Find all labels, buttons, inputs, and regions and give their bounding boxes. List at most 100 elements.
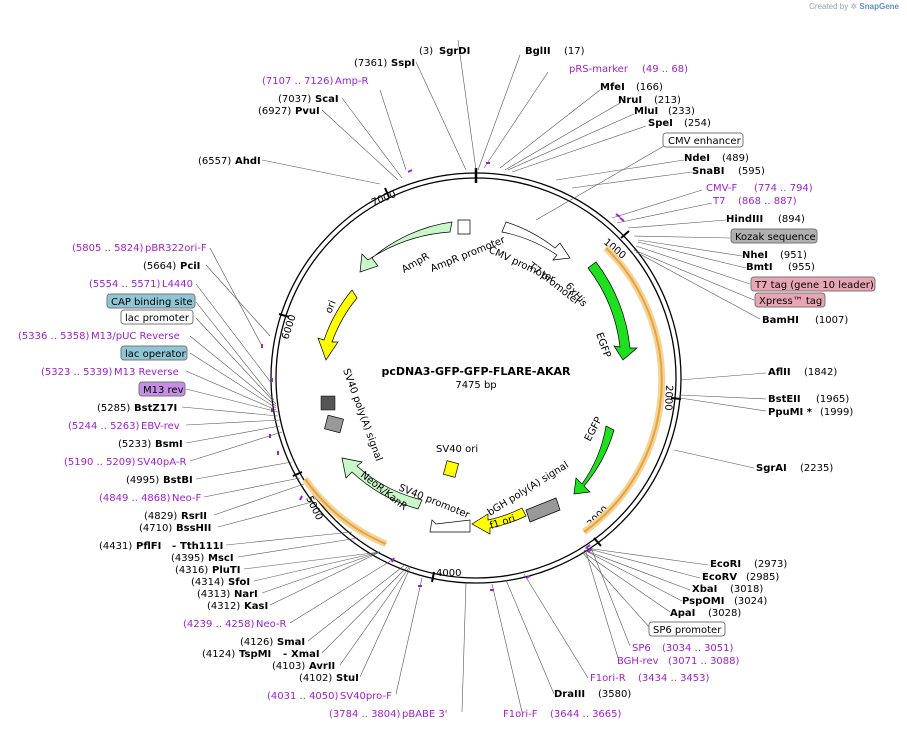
primer-bgh-rev-pos: (3071 .. 3088): [668, 656, 740, 667]
primer-pbr322ori-f: pBR322ori-F: [145, 243, 207, 254]
site-kasi: KasI: [244, 601, 268, 612]
primer-amp-r: Amp-R: [335, 76, 369, 87]
primer-ebv-rev-pos: (5244 .. 5263): [68, 421, 140, 432]
site-ecori: EcoRI: [710, 559, 741, 570]
feature-box-xpress: [754, 292, 826, 308]
site-pvui-pos: (6927): [258, 106, 291, 117]
feature-box-lac-operator: [120, 345, 188, 361]
primer-marks: [261, 162, 625, 591]
primer-sp6: SP6: [632, 643, 651, 654]
primer-m13-reverse-pos: (5323 .. 5339): [41, 367, 113, 378]
site-sspi: SspI: [391, 58, 415, 69]
site-spei-pos: (254): [684, 118, 711, 129]
orange-feature-arc-left-line: [304, 478, 387, 545]
site-nrui-pos: (213): [654, 95, 681, 106]
leader-lines: [181, 39, 767, 713]
site-xbai-pos: (3018): [730, 584, 763, 595]
primer-pbabe3-pos: (3784 .. 3804): [329, 709, 401, 720]
site-bglii: BglII: [525, 46, 551, 57]
tick-marks: [278, 187, 682, 583]
snapgene-logo-icon: ✲: [850, 2, 858, 11]
site-aflii: AflII: [768, 367, 791, 378]
site-sgrai: SgrAI: [756, 463, 787, 474]
site-ecorv-pos: (2985): [746, 572, 779, 583]
site-bamhi: BamHI: [762, 315, 799, 326]
site-spei: SpeI: [648, 118, 673, 129]
site-tth111i-sep: -: [172, 541, 176, 552]
site-bsmi: BsmI: [155, 439, 183, 450]
site-ndei: NdeI: [684, 153, 710, 164]
primer-prs-marker: pRS-marker: [569, 64, 629, 75]
site-apai: ApaI: [670, 608, 695, 619]
site-apai-pos: (3028): [708, 608, 741, 619]
site-pspomi: PspOMI: [682, 596, 724, 607]
site-pcii-pos: (5664): [143, 261, 176, 272]
tick-4000: [431, 571, 435, 583]
feature-sp6-promoter: SP6 promoter: [653, 625, 722, 636]
site-ecori-pos: (2973): [754, 559, 787, 570]
site-bsteii: BstEII: [768, 394, 801, 405]
site-scai-pos: (7037): [278, 94, 311, 105]
primer-m13-puc-reverse: M13/pUC Reverse: [91, 331, 180, 342]
primer-pbr322ori-f-pos: (5805 .. 5824): [72, 243, 144, 254]
site-aflii-pos: (1842): [804, 367, 837, 378]
label-sv40-ori: SV40 ori: [436, 444, 478, 455]
site-snabi-pos: (595): [738, 166, 765, 177]
site-mfei: MfeI: [600, 82, 625, 93]
sv40-polya-box: [324, 414, 344, 434]
egfp-1-arrow: [587, 261, 638, 361]
feature-lac-promoter: lac promoter: [125, 313, 190, 324]
feature-t7-tag: T7 tag (gene 10 leader): [754, 280, 874, 291]
site-hindiii: HindIII: [726, 214, 763, 225]
site-smai-pos: (4126): [240, 637, 273, 648]
primer-f1ori-f: F1ori-F: [503, 709, 538, 720]
ori-arrow: [317, 289, 358, 361]
site-ppumi: PpuMI *: [768, 407, 813, 418]
f1-ori-arrow: [471, 507, 527, 535]
primer-m13-reverse: M13 Reverse: [114, 367, 179, 378]
site-pflfi-pos: (4431): [99, 541, 132, 552]
site-bstz17i: BstZ17I: [134, 403, 177, 414]
site-bamhi-pos: (1007): [815, 315, 848, 326]
bgh-polya-box: [525, 497, 561, 523]
right-feature-boxes: CMV enhancer Kozak sequence T7 tag (gene…: [648, 132, 876, 637]
primer-m13-puc-reverse-pos: (5336 .. 5358): [18, 331, 90, 342]
left-site-labels: (3) SgrDI (7361) SspI (7107 .. 7126) Amp…: [18, 46, 470, 720]
primer-neo-f-pos: (4849 .. 4868): [99, 493, 171, 504]
neor-kanr-arrow: [341, 457, 423, 510]
feature-box-cmv-enhancer: [662, 132, 744, 148]
site-ecorv: EcoRV: [702, 572, 737, 583]
feature-box-sp6-promoter: [648, 621, 726, 637]
feature-m13-rev: M13 rev: [143, 385, 184, 396]
site-nhei-pos: (951): [780, 250, 807, 261]
site-bstbi: BstBI: [163, 475, 193, 486]
feature-kozak: Kozak sequence: [735, 232, 816, 243]
site-tth111i: Tth111I: [180, 541, 223, 552]
site-scai: ScaI: [315, 94, 339, 105]
feature-box-cap-binding: [106, 293, 196, 309]
cmv-promoter-arrow: [501, 221, 571, 261]
sv40-ori-box: [442, 460, 460, 478]
site-draiii: DraIII: [554, 689, 585, 700]
primer-l4440: L4440: [162, 279, 193, 290]
tick-7000: [384, 187, 390, 198]
feature-box-m13-rev: [138, 381, 186, 397]
primer-sv40pa-r-pos: (5190 .. 5209): [64, 457, 136, 468]
site-pluti-pos: (4316): [175, 565, 208, 576]
site-bstz17i-pos: (5285): [97, 403, 130, 414]
ampr-arrow: [359, 221, 453, 273]
site-sfoi-pos: (4314): [191, 577, 224, 588]
feature-xpress: Xpress™ tag: [759, 296, 822, 307]
site-avrii-pos: (4103): [272, 661, 305, 672]
primer-l4440-pos: (5554 .. 5571): [89, 279, 161, 290]
site-bsmi-pos: (5233): [118, 439, 151, 450]
site-ahdi-pos: (6557): [198, 156, 231, 167]
left-feature-boxes: CAP binding site lac promoter lac operat…: [106, 293, 196, 397]
primer-bgh-rev: BGH-rev: [617, 656, 659, 667]
site-kasi-pos: (4312): [207, 601, 240, 612]
label-sv40-polya: SV40 poly(A) signal: [340, 367, 384, 463]
ampr-promoter-arrow: [457, 219, 471, 235]
site-snabi: SnaBI: [692, 166, 724, 177]
site-xmai-sep: -: [283, 649, 287, 660]
site-stui-pos: (4102): [299, 673, 332, 684]
